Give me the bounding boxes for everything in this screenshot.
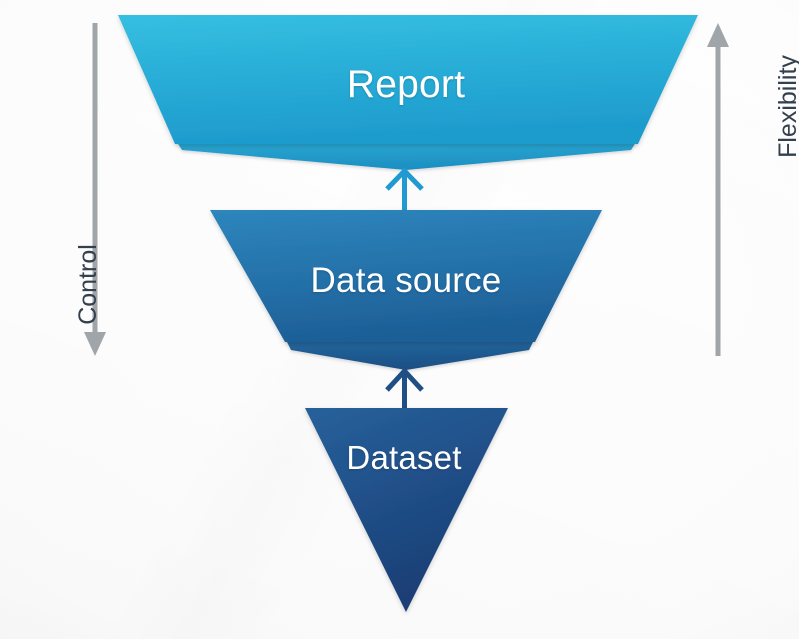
stage-data-source[interactable]: [210, 210, 602, 370]
arrowhead-up-icon: [385, 167, 424, 191]
stage-dataset[interactable]: [305, 408, 508, 612]
axis-flexibility: [707, 23, 729, 356]
stage-report[interactable]: [118, 15, 698, 170]
data-source-body: [210, 210, 602, 342]
arrowhead-down-icon: [84, 332, 106, 356]
data-source-chevron-skirt: [285, 338, 535, 370]
arrowhead-up-icon: [707, 23, 729, 47]
axis-control: [84, 23, 106, 356]
report-body: [118, 15, 698, 144]
dataset-body: [305, 408, 508, 612]
report-chevron-skirt: [175, 139, 638, 170]
connector-dataset-to-data-source: [385, 367, 424, 410]
connector-data-source-to-report: [385, 167, 424, 211]
arrowhead-up-icon: [385, 367, 424, 392]
